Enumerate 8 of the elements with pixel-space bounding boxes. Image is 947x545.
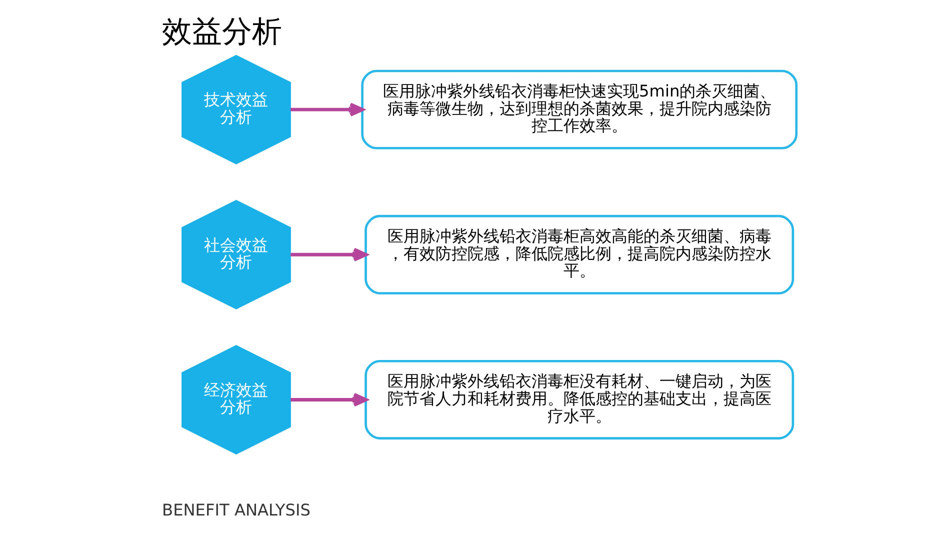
- node-box: 医用脉冲紫外线铅衣消毒柜快速实现5min的杀灭细菌、病毒等微生物，达到理想的杀菌效果，提升院内感染防控工作效率。: [360, 70, 798, 150]
- node-box: 医用脉冲紫外线铅衣消毒柜高效高能的杀灭细菌、病毒，有效防控院感，降低院感比例，提高院内感染防控水平。: [364, 214, 794, 294]
- arrow: [290, 102, 364, 116]
- node-box: 医用脉冲紫外线铅衣消毒柜没有耗材、一键启动，为医院节省人力和耗材费用。降低感控的基础支出，提高医疗水平。: [364, 360, 794, 440]
- diagram-title: 效益分析: [161, 14, 282, 50]
- arrow: [290, 248, 367, 262]
- label: BENEFIT ANALYSIS: [162, 500, 310, 520]
- arrow: [290, 392, 367, 407]
